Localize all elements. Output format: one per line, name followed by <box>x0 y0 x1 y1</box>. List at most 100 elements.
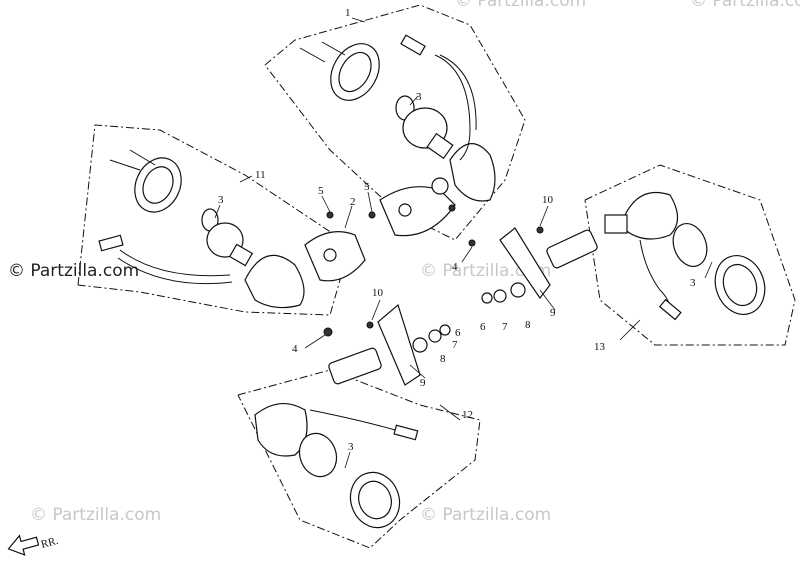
leader-10b <box>539 205 549 227</box>
plate-bottom <box>377 303 421 386</box>
connector-bottom <box>393 424 419 441</box>
watermark-left: © Partzilla.com <box>8 261 139 281</box>
wire-left <box>119 249 231 277</box>
bolt-4b <box>468 239 476 247</box>
wire-left-2 <box>117 257 233 285</box>
callout-4b: 4 <box>452 261 458 273</box>
leader-5a <box>321 195 331 213</box>
socket-right <box>604 214 628 234</box>
assembly-1-boundary <box>264 4 526 241</box>
direction-label: RR. <box>40 535 60 551</box>
bolt-10b <box>536 226 544 234</box>
leader-10a <box>371 299 381 321</box>
callout-13: 13 <box>594 341 606 353</box>
leader-4b <box>461 246 473 263</box>
nut-6b <box>481 292 493 304</box>
leader-2 <box>344 205 353 229</box>
callout-9b: 9 <box>550 307 556 319</box>
bracket-left-hole <box>323 248 337 262</box>
callout-7a: 7 <box>452 339 458 351</box>
bolt-5b <box>368 211 376 219</box>
plate-right <box>499 227 551 300</box>
screw-left-2 <box>129 149 156 166</box>
bracket-right-mount <box>379 186 456 237</box>
socket-neck-top <box>426 132 454 160</box>
assembly-13-boundary <box>584 164 796 346</box>
callout-9a: 9 <box>420 377 426 389</box>
bolt-right-stud <box>448 204 456 212</box>
housing-right <box>624 191 679 240</box>
bolt-4a <box>323 327 333 337</box>
callout-5b: 5 <box>364 181 370 193</box>
leader-4a <box>304 334 326 349</box>
leader-9b <box>539 289 556 311</box>
stalk-right <box>546 229 598 269</box>
wire-top-2 <box>439 54 477 131</box>
connector-right <box>658 298 682 321</box>
arrow-left-icon <box>7 534 40 556</box>
callout-10b: 10 <box>542 194 554 206</box>
assembly-1-group <box>264 4 526 241</box>
leader-3c <box>704 261 713 279</box>
bracket-right-hole <box>398 203 412 217</box>
callout-7b: 7 <box>502 321 508 333</box>
housing-top <box>449 143 496 202</box>
leader-3a <box>409 95 419 106</box>
bolt-10a <box>366 321 374 329</box>
washer-7b <box>493 289 507 303</box>
callout-4a: 4 <box>292 343 298 355</box>
bracket-right-stud <box>431 177 449 195</box>
callout-12: 12 <box>462 409 473 421</box>
callout-8a: 8 <box>440 353 446 365</box>
callout-3a: 3 <box>416 91 422 103</box>
watermark-right: © Partzilla.com <box>690 0 800 11</box>
stalk-bottom <box>328 347 382 385</box>
assembly-11-group <box>77 124 351 316</box>
connector-top <box>400 34 426 56</box>
callout-5a: 5 <box>318 185 324 197</box>
leader-13 <box>619 319 641 341</box>
leader-5b <box>367 191 373 213</box>
assembly-13-group <box>481 164 796 346</box>
screw-top-2 <box>299 47 326 63</box>
grommet-8b <box>510 282 526 298</box>
washer-7a <box>428 329 442 343</box>
bolt-5a <box>326 211 334 219</box>
assembly-12-boundary <box>237 369 481 549</box>
grommet-8a <box>412 337 428 353</box>
leader-9a <box>409 364 426 379</box>
front-bracket-group <box>304 177 476 282</box>
callout-3d: 3 <box>348 441 354 453</box>
watermark-bottom-right: © Partzilla.com <box>420 505 551 525</box>
wire-top <box>434 54 471 161</box>
lens-ring-inner-top <box>338 51 372 93</box>
callout-3c: 3 <box>690 277 696 289</box>
direction-indicator: RR. <box>7 534 60 556</box>
housing-left <box>244 254 305 309</box>
lens-ring-right <box>672 223 708 267</box>
lens-right-inner <box>722 263 758 307</box>
screw-top-1 <box>321 41 346 56</box>
lens-bottom-inner <box>358 480 392 520</box>
lens-ring-bottom <box>298 432 338 478</box>
callout-2: 2 <box>350 196 356 208</box>
callout-11: 11 <box>255 169 266 181</box>
watermark-bottom-left: © Partzilla.com <box>30 505 161 525</box>
nut-6a <box>439 324 451 336</box>
callout-3b: 3 <box>218 194 224 206</box>
lens-ring-inner-left <box>142 166 174 204</box>
leader-11 <box>239 175 253 183</box>
callout-10a: 10 <box>372 287 384 299</box>
leader-3d <box>344 451 351 469</box>
watermark-top: © Partzilla.com <box>455 0 586 11</box>
leader-3b <box>214 204 221 219</box>
socket-neck-left <box>228 243 254 267</box>
callout-6a: 6 <box>455 327 461 339</box>
connector-left <box>98 234 124 252</box>
callout-8b: 8 <box>525 319 531 331</box>
leader-1 <box>351 17 366 23</box>
leader-12 <box>439 404 461 421</box>
assembly-12-group <box>237 299 481 549</box>
